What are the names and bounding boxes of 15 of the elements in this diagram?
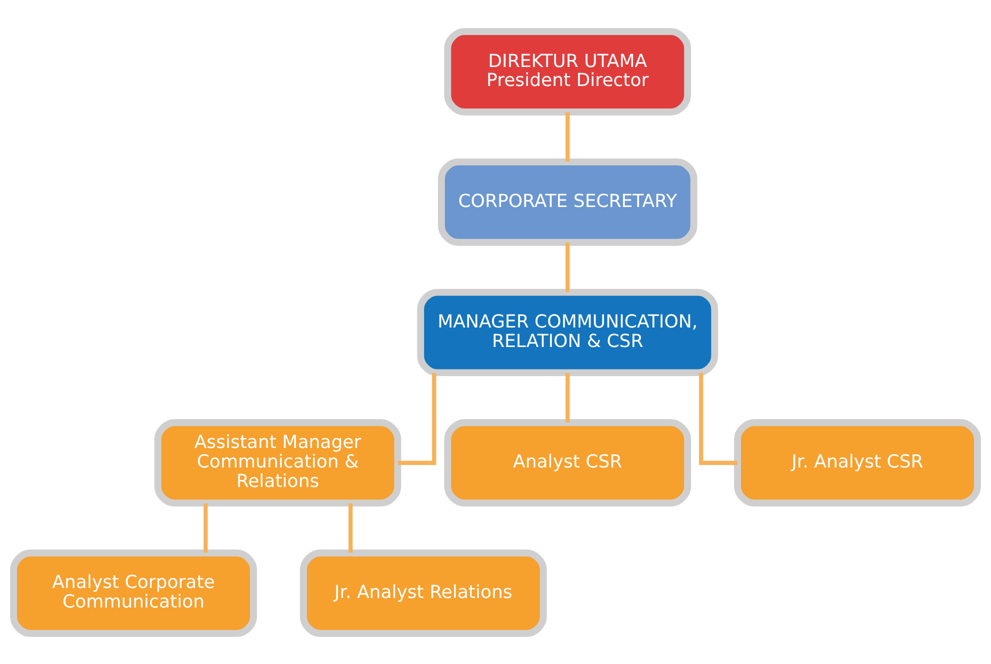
node-box: MANAGER COMMUNICATION, RELATION & CSR	[417, 288, 718, 376]
node-box: CORPORATE SECRETARY	[438, 158, 698, 246]
connector	[204, 502, 208, 552]
node-box: Jr. Analyst CSR	[734, 418, 981, 506]
connector	[699, 372, 738, 464]
connector	[566, 372, 570, 422]
connector	[566, 242, 570, 292]
connector	[348, 502, 353, 552]
node-box: Assistant Manager Communication & Relations	[154, 418, 402, 506]
connector	[566, 112, 570, 162]
connector	[398, 372, 436, 464]
node-box: Analyst CSR	[444, 418, 692, 506]
node-box: Jr. Analyst Relations	[300, 549, 547, 636]
node-box: Analyst Corporate Communication	[10, 549, 257, 636]
node-box: DIREKTUR UTAMA President Director	[444, 28, 692, 115]
